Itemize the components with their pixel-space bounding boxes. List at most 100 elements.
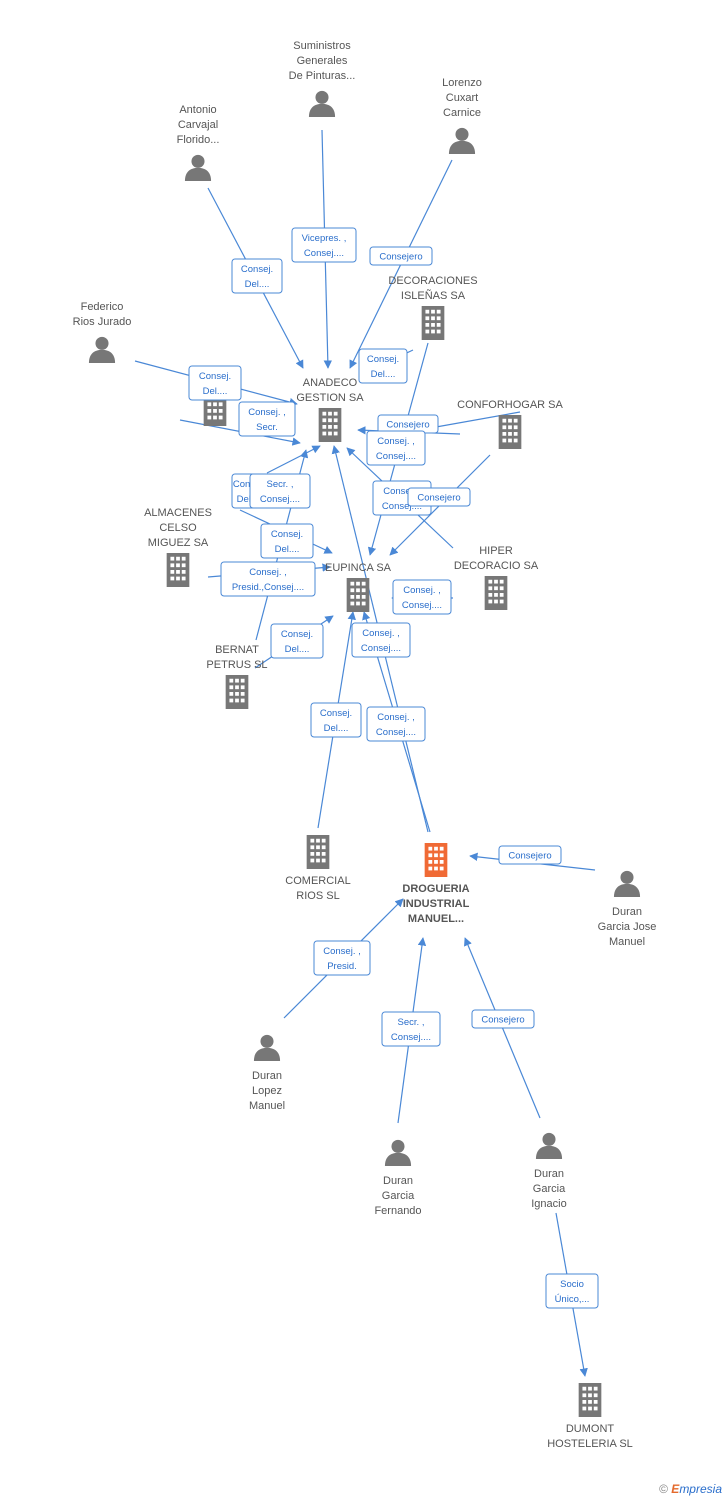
- node-label-line: CELSO: [159, 522, 197, 534]
- node-label-line: Antonio: [179, 104, 216, 116]
- relation-label-line: Consej. ,: [403, 585, 441, 596]
- node-label-line: ISLEÑAS SA: [401, 289, 466, 302]
- edge-9: [266, 445, 321, 474]
- node-label-line: RIOS SL: [296, 890, 339, 902]
- relation-r10[interactable]: Secr. ,Consej....: [249, 473, 311, 509]
- brand-rest: mpresia: [679, 1482, 722, 1496]
- node-label-line: INDUSTRIAL: [403, 898, 470, 910]
- person-icon: [308, 90, 336, 117]
- person-icon: [448, 127, 476, 154]
- node-eupinca[interactable]: EUPINCA SA: [325, 562, 392, 612]
- relation-label-line: Consej.: [199, 371, 231, 382]
- node-conforhogar[interactable]: CONFORHOGAR SA: [457, 399, 564, 449]
- relations-layer: Vicepres. ,Consej....ConsejeroConsej.Del…: [188, 227, 599, 1309]
- relation-box: [366, 430, 426, 466]
- node-label-line: Garcia: [533, 1183, 566, 1195]
- relation-r17[interactable]: Consej. ,Consej....: [351, 622, 411, 658]
- node-label-line: Cuxart: [446, 92, 478, 104]
- brand-e: E: [671, 1482, 680, 1496]
- relation-label-line: Del....: [324, 723, 349, 734]
- relation-label-line: Del....: [237, 494, 262, 505]
- node-label-line: Duran: [252, 1070, 282, 1082]
- relation-r8[interactable]: Consej. ,Consej....: [366, 430, 426, 466]
- relation-label-line: Presid.,Consej....: [232, 582, 304, 593]
- relation-box: [351, 622, 411, 658]
- relation-r22[interactable]: Secr. ,Consej....: [381, 1011, 441, 1047]
- node-label-line: Carvajal: [178, 119, 218, 131]
- building-icon: [421, 306, 445, 340]
- relation-label-line: Consej....: [376, 451, 416, 462]
- person-icon: [535, 1132, 563, 1159]
- building-icon: [346, 578, 370, 612]
- node-label-line: DUMONT: [566, 1423, 615, 1435]
- relation-box: [310, 702, 362, 738]
- relation-label-line: Del....: [275, 544, 300, 555]
- node-label-line: Duran: [534, 1168, 564, 1180]
- relation-r20[interactable]: Consejero: [498, 845, 562, 865]
- relation-r23[interactable]: Consejero: [471, 1009, 535, 1029]
- relation-r15[interactable]: Consej. ,Consej....: [392, 579, 452, 615]
- relation-label-line: Del....: [203, 386, 228, 397]
- building-icon: [484, 576, 508, 610]
- node-label-line: Lopez: [252, 1085, 282, 1097]
- node-label-line: Rios Jurado: [73, 316, 132, 328]
- relation-label-line: Consej.: [271, 529, 303, 540]
- relation-r16[interactable]: Consej.Del....: [270, 623, 324, 659]
- relation-label-line: Del....: [371, 369, 396, 380]
- person-icon: [253, 1034, 281, 1061]
- relation-r2[interactable]: Consejero: [369, 246, 433, 266]
- relation-r12[interactable]: Consejero: [407, 487, 471, 507]
- node-label-line: HIPER: [479, 545, 513, 557]
- node-antonio[interactable]: AntonioCarvajalFlorido...: [177, 104, 220, 181]
- empresia-watermark[interactable]: © Empresia: [659, 1482, 722, 1496]
- copyright-icon: ©: [659, 1482, 668, 1496]
- relation-r4[interactable]: Consej.Del....: [358, 348, 408, 384]
- relation-r19[interactable]: Consej. ,Consej....: [366, 706, 426, 742]
- relation-box: [366, 706, 426, 742]
- relation-label-line: Consej....: [361, 643, 401, 654]
- relation-r7[interactable]: Consejero: [377, 414, 439, 434]
- relation-r24[interactable]: SocioÚnico,...: [545, 1273, 599, 1309]
- relation-label-line: Consej....: [376, 727, 416, 738]
- relation-r1[interactable]: Vicepres. ,Consej....: [291, 227, 357, 263]
- relation-r14[interactable]: Consej. ,Presid.,Consej....: [220, 561, 316, 597]
- node-label-line: Garcia: [382, 1190, 415, 1202]
- relation-label-line: Consejero: [379, 252, 422, 263]
- relation-r6[interactable]: Consej. ,Secr.: [238, 401, 296, 437]
- node-drogueria[interactable]: DROGUERIAINDUSTRIALMANUEL...: [402, 843, 470, 925]
- node-label-line: Florido...: [177, 134, 220, 146]
- node-label-line: CONFORHOGAR SA: [457, 399, 563, 411]
- node-label-line: Ignacio: [531, 1198, 566, 1210]
- relation-label-line: Consej....: [304, 248, 344, 259]
- relation-r13[interactable]: Consej. Del....: [260, 523, 314, 559]
- node-label-line: DROGUERIA: [402, 883, 469, 895]
- relation-r5[interactable]: Consej. Del....: [188, 365, 242, 401]
- relation-label-line: Del....: [245, 279, 270, 290]
- relation-box: [498, 845, 562, 865]
- edges-layer: [134, 129, 596, 1377]
- relation-r3[interactable]: Consej.Del....: [231, 258, 283, 294]
- relation-box: [220, 561, 316, 597]
- relation-r21[interactable]: Consej. ,Presid.: [313, 940, 371, 976]
- node-label-line: Fernando: [374, 1205, 421, 1217]
- node-label-line: Federico: [81, 301, 124, 313]
- node-label-line: ANADECO: [303, 377, 358, 389]
- relation-r18[interactable]: Consej.Del....: [310, 702, 362, 738]
- relation-box: [392, 579, 452, 615]
